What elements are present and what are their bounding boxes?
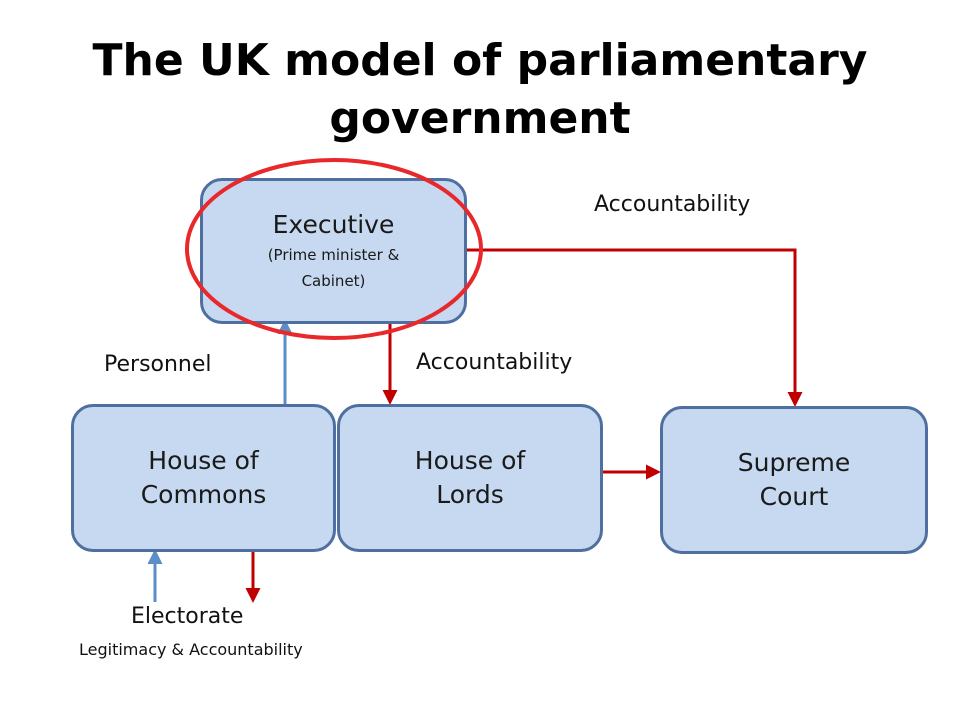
personnel-label: Personnel [104, 352, 212, 377]
house-of-lords-label: House of Lords [414, 446, 526, 509]
executive-box: Executive (Prime minister & Cabinet) [200, 178, 467, 324]
house-of-lords-box: House of Lords [337, 404, 603, 552]
electorate-sub-label: Legitimacy & Accountability [79, 640, 303, 659]
supreme-court-label: Supreme Court [737, 448, 851, 511]
accountability-top-label: Accountability [594, 192, 751, 217]
page-title: The UK model of parliamentary government [92, 35, 868, 144]
executive-label: Executive [272, 210, 395, 239]
electorate-label: Electorate [131, 604, 244, 629]
house-of-commons-label: House of Commons [140, 446, 267, 509]
supreme-court-box: Supreme Court [660, 406, 928, 554]
executive-sub-label: (Prime minister & Cabinet) [267, 246, 400, 290]
accountability-mid-label: Accountability [416, 350, 573, 375]
arrow-executive-to-supreme-court [466, 248, 803, 407]
house-of-commons-box: House of Commons [71, 404, 336, 552]
